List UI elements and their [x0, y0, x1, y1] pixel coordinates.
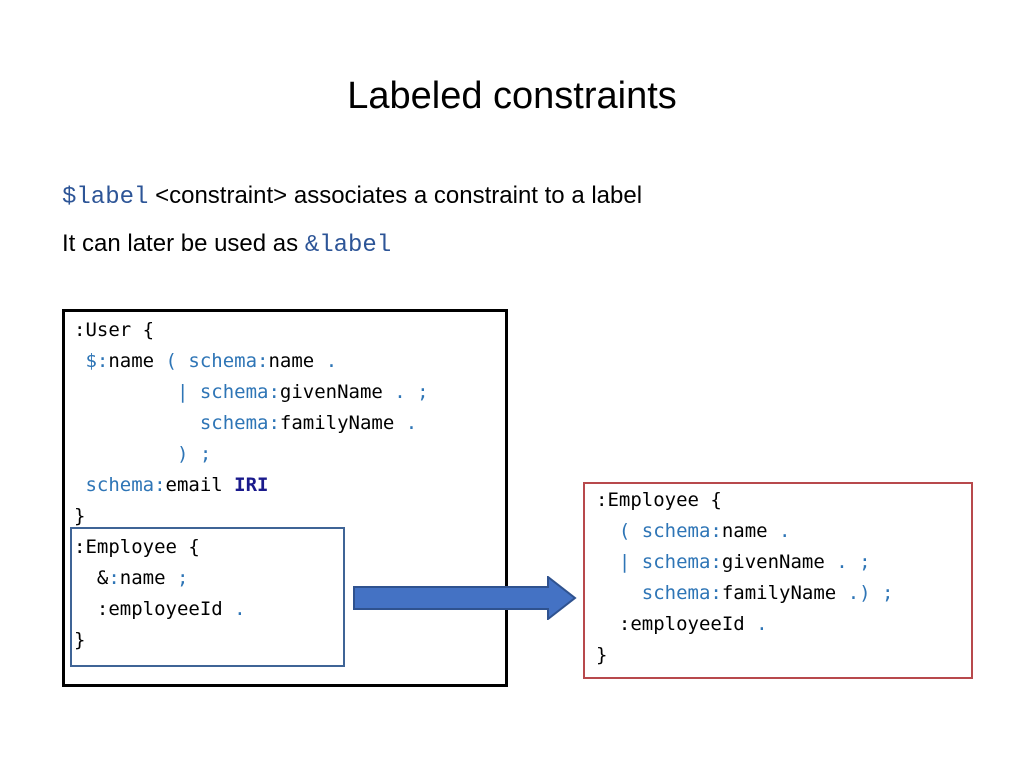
expanded-schema-box [583, 482, 973, 679]
code-line: $:name ( schema:name . [74, 350, 337, 372]
label-reference-syntax: &label [304, 232, 392, 259]
code-line: ) ; [74, 443, 211, 465]
code-token: :User { [74, 319, 155, 341]
code-line: schema:email IRI [74, 474, 268, 496]
code-token: ) ; [74, 443, 212, 465]
code-token: schema: [74, 474, 166, 496]
code-token: givenName [279, 381, 395, 403]
code-token: schema: [596, 582, 722, 604]
code-token: . [234, 598, 246, 620]
intro-line-1: $label <constraint> associates a constra… [62, 180, 642, 214]
code-token: name [268, 350, 326, 372]
code-token: name [108, 350, 166, 372]
code-token: IRI [234, 474, 269, 496]
code-token: ( schema: [596, 520, 722, 542]
code-token: } [74, 505, 86, 527]
code-token: familyName [279, 412, 406, 434]
intro-line-2-text: It can later be used as [62, 230, 305, 257]
code-token: .) ; [847, 582, 894, 604]
code-line: | schema:givenName . ; [74, 381, 429, 403]
code-token: } [74, 629, 86, 651]
code-line: :employeeId . [74, 598, 246, 620]
code-token: : [108, 567, 120, 589]
code-line: ( schema:name . [596, 520, 791, 542]
source-schema-box [62, 309, 508, 687]
code-line: } [74, 505, 85, 527]
code-token: name [721, 520, 780, 542]
code-token: givenName [721, 551, 837, 573]
code-token: ( schema: [165, 350, 269, 372]
code-token: :employeeId [596, 613, 757, 635]
code-token: | schema: [74, 381, 280, 403]
code-line: &:name ; [74, 567, 189, 589]
code-token: $: [74, 350, 109, 372]
code-line: :Employee { [74, 536, 200, 558]
code-token: . ; [836, 551, 871, 573]
code-line: :Employee { [596, 489, 722, 511]
intro-line-2: It can later be used as &label [62, 228, 391, 262]
code-line: schema:familyName . [74, 412, 417, 434]
slide-title: Labeled constraints [347, 75, 677, 117]
source-schema-code: :User { $:name ( schema:name . | schema:… [74, 315, 429, 656]
code-token: . [325, 350, 338, 372]
code-token: name [119, 567, 177, 589]
code-token: ; [176, 567, 189, 589]
code-token: :Employee { [74, 536, 200, 558]
code-token: email [165, 474, 235, 496]
code-line: schema:familyName .) ; [596, 582, 894, 604]
right-arrow-icon [353, 576, 577, 620]
code-line: } [596, 644, 607, 666]
code-token: . [779, 520, 791, 542]
employee-shape-highlight [70, 527, 345, 667]
intro-line-1-text: <constraint> associates a constraint to … [148, 182, 643, 209]
code-line: } [74, 629, 85, 651]
code-token: :Employee { [596, 489, 722, 511]
code-token: familyName [721, 582, 848, 604]
code-token: } [596, 644, 608, 666]
code-token: . [756, 613, 768, 635]
code-token: . [405, 412, 418, 434]
code-line: :User { [74, 319, 154, 341]
label-syntax: $label [62, 184, 149, 211]
code-line: :employeeId . [596, 613, 768, 635]
expanded-schema-code: :Employee { ( schema:name . | schema:giv… [596, 485, 893, 671]
code-token: schema: [74, 412, 280, 434]
code-token: | schema: [596, 551, 722, 573]
code-token: & [74, 567, 109, 589]
code-token: . ; [394, 381, 429, 403]
code-token: :employeeId [74, 598, 235, 620]
code-line: | schema:givenName . ; [596, 551, 871, 573]
